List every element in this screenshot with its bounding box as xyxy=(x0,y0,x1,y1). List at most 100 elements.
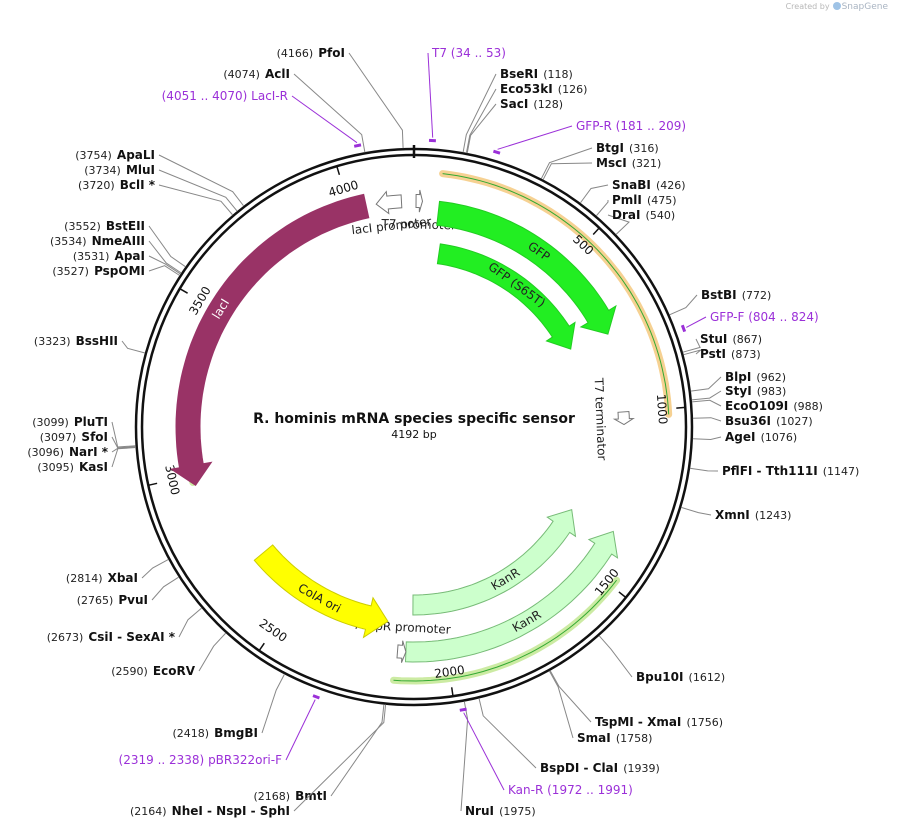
site-leader-tspmi-xmai xyxy=(549,670,592,723)
site-position: (2673) xyxy=(47,631,84,644)
site-label-btgi: BtgI (316) xyxy=(596,137,659,156)
primer-bind-mark-gfp-r xyxy=(492,149,501,155)
site-label-pmli: PmlI (475) xyxy=(612,189,677,208)
site-label-smai: SmaI (1758) xyxy=(577,727,652,746)
site-leader-btgi xyxy=(540,147,593,179)
site-leader-ecoo109i xyxy=(691,399,722,407)
primer-leader-gfp-f xyxy=(686,316,707,328)
site-drai: DraI (540) xyxy=(607,208,675,235)
primer-t7: T7 (34 .. 53) xyxy=(427,46,506,143)
primer-label-laci-r: (4051 .. 4070) LacI-R xyxy=(162,89,288,103)
site-label-apai: (3531) ApaI xyxy=(73,245,145,264)
site-enzyme-name: AclI xyxy=(265,67,290,81)
site-label-bsu36i: Bsu36I (1027) xyxy=(725,410,813,429)
site-label-bmti: (2168) BmtI xyxy=(253,785,327,804)
site-enzyme-name: BspDI - ClaI xyxy=(540,761,618,775)
site-label-bspdi-clai: BspDI - ClaI (1939) xyxy=(540,757,660,776)
site-agei: AgeI (1076) xyxy=(692,426,797,445)
feature-arrow-gfp-s65t-5 xyxy=(436,243,576,350)
site-label-agei: AgeI (1076) xyxy=(725,426,797,445)
site-enzyme-name: KasI xyxy=(79,460,108,474)
primer-laci-r: (4051 .. 4070) LacI-R xyxy=(162,89,362,148)
site-styi: StyI (983) xyxy=(691,380,786,401)
site-enzyme-name: StuI xyxy=(700,332,727,346)
site-label-csii-sexai: (2673) CsiI - SexAI * xyxy=(47,626,176,645)
site-position: (118) xyxy=(543,68,573,81)
site-leader-apai xyxy=(148,255,181,275)
site-position: (983) xyxy=(757,385,787,398)
site-enzyme-name: BseRI xyxy=(500,67,538,81)
site-leader-pspomi xyxy=(148,265,180,276)
primer-range: (2319 .. 2338) xyxy=(119,753,205,767)
primer-range: (34 .. 53) xyxy=(451,46,506,60)
site-label-styi: StyI (983) xyxy=(725,380,786,399)
site-ecoo109i: EcoO109I (988) xyxy=(691,399,823,413)
site-label-bsshii: (3323) BssHII xyxy=(34,330,118,349)
site-pflfi-tth111i: PflFI - Tth111I (1147) xyxy=(689,460,859,479)
site-enzyme-name: PspOMI xyxy=(94,264,145,278)
primer-name: Kan-R xyxy=(508,783,543,797)
primer-leader-laci-r xyxy=(291,95,358,144)
site-position: (2164) xyxy=(130,805,167,818)
feature-arrow-cola-ori-10 xyxy=(253,544,389,639)
site-enzyme-name: PmlI xyxy=(612,193,642,207)
site-label-pluti: (3099) PluTI xyxy=(32,411,108,430)
site-apai: (3531) ApaI xyxy=(73,245,181,275)
site-leader-pflfi-tth111i xyxy=(689,467,719,472)
primer-name: LacI-R xyxy=(251,89,288,103)
site-label-bseri: BseRI (118) xyxy=(500,63,573,82)
primer-name: GFP-R xyxy=(576,119,612,133)
site-pvui: (2765) PvuI xyxy=(77,576,180,608)
feature-gfp-4: GFP xyxy=(436,200,617,335)
site-leader-bmgbi xyxy=(261,673,285,734)
primer-gfp-r: GFP-R (181 .. 209) xyxy=(492,119,686,155)
primer-label-t7: T7 (34 .. 53) xyxy=(431,46,506,60)
site-nrui: NruI (1975) xyxy=(460,701,536,818)
site-acli: (4074) AclI xyxy=(223,67,366,153)
site-position: (2418) xyxy=(172,727,209,740)
site-position: (1975) xyxy=(499,805,536,818)
site-position: (3720) xyxy=(78,179,115,192)
site-bstbi: BstBI (772) xyxy=(669,288,771,316)
site-label-bpu10i: Bpu10I (1612) xyxy=(636,666,725,685)
site-snabi: SnaBI (426) xyxy=(579,178,686,204)
site-leader-drai xyxy=(607,214,630,235)
primer-bind-mark-laci-r xyxy=(353,143,362,148)
primer-leader-pbr322ori-f xyxy=(285,699,316,761)
site-leader-mlui xyxy=(158,169,238,212)
site-position: (867) xyxy=(732,333,762,346)
site-label-pvui: (2765) PvuI xyxy=(77,589,148,608)
site-apali: (3754) ApaLI xyxy=(75,148,245,207)
primer-bind-mark-kan-r xyxy=(459,707,467,712)
tick-label-1000: 1000 xyxy=(654,393,670,424)
site-position: (126) xyxy=(558,83,588,96)
site-label-kasi: (3095) KasI xyxy=(37,456,108,475)
site-mlui: (3734) MluI xyxy=(84,163,238,212)
site-position: (475) xyxy=(647,194,677,207)
site-enzyme-name: SfoI xyxy=(81,430,108,444)
site-saci: SacI (128) xyxy=(466,97,563,154)
site-leader-eco53ki xyxy=(465,88,497,154)
site-position: (3734) xyxy=(84,164,121,177)
site-leader-styi xyxy=(691,390,722,401)
site-label-nari: (3096) NarI * xyxy=(27,441,108,460)
primer-gfp-f: GFP-F (804 .. 824) xyxy=(680,310,819,333)
primer-name: GFP-F xyxy=(710,310,745,324)
site-position: (316) xyxy=(629,142,659,155)
site-enzyme-name: BmtI xyxy=(295,789,327,803)
site-label-blpi: BlpI (962) xyxy=(725,366,786,385)
site-leader-csii-sexai xyxy=(178,607,203,638)
site-label-xbai: (2814) XbaI xyxy=(66,567,138,586)
tick-label-2000: 2000 xyxy=(433,663,465,681)
site-label-pflfi-tth111i: PflFI - Tth111I (1147) xyxy=(722,460,859,479)
site-enzyme-name: MluI xyxy=(126,163,155,177)
site-leader-snabi xyxy=(579,184,609,204)
site-enzyme-name: NruI xyxy=(465,804,494,818)
site-smai: SmaI (1758) xyxy=(548,670,652,746)
site-position: (1756) xyxy=(686,716,723,729)
site-enzyme-name: XbaI xyxy=(108,571,138,585)
site-leader-bspdi-clai xyxy=(478,698,537,769)
